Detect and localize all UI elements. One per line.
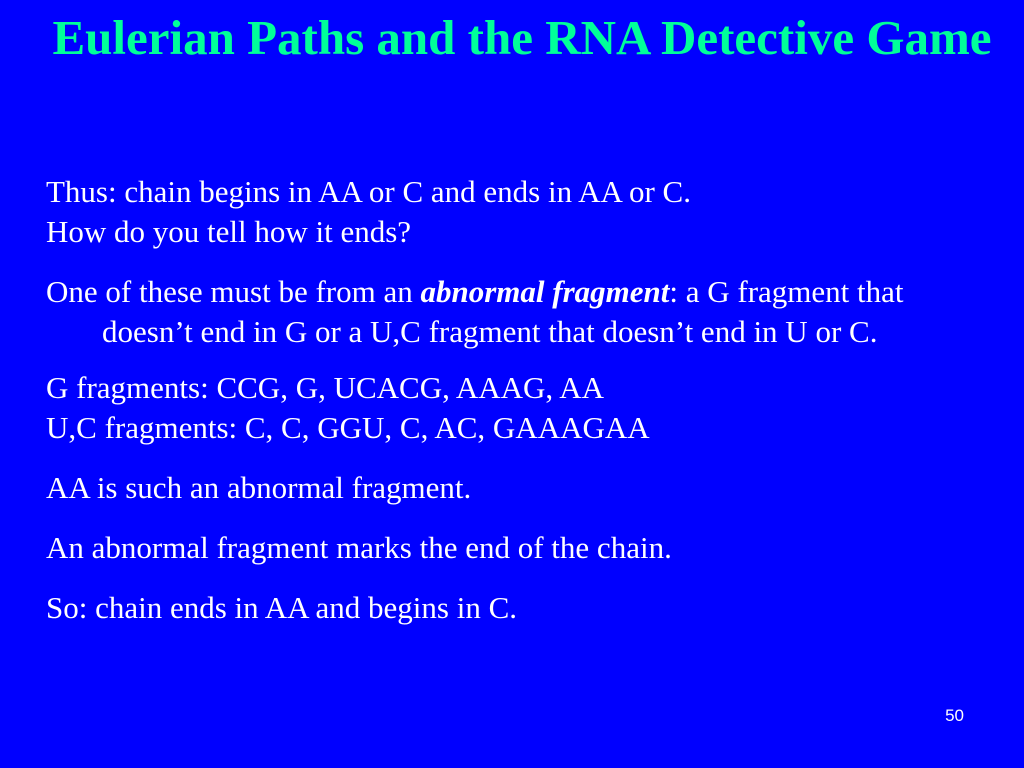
text-abnormal-marks-end: An abnormal fragment marks the end of th…	[46, 530, 672, 565]
text-abnormal-post: : a G fragment that doesn’t end in G or …	[102, 274, 904, 349]
text-how-ends: How do you tell how it ends?	[46, 214, 412, 249]
term-abnormal-fragment: abnormal fragment	[420, 274, 670, 309]
text-conclusion: So: chain ends in AA and begins in C.	[46, 590, 518, 625]
text-chain-begins: Thus: chain begins in AA or C and ends i…	[46, 174, 691, 209]
text-g-fragments: G fragments: CCG, G, UCACG, AAAG, AA	[46, 370, 604, 405]
text-fragments: G fragments: CCG, G, UCACG, AAAG, AA U,C…	[46, 368, 986, 448]
slide-body: Thus: chain begins in AA or C and ends i…	[46, 172, 986, 628]
text-abnormal-definition: One of these must be from an abnormal fr…	[46, 272, 986, 352]
text-uc-fragments: U,C fragments: C, C, GGU, C, AC, GAAAGAA	[46, 410, 650, 445]
text-line-chain-begins: Thus: chain begins in AA or C and ends i…	[46, 172, 986, 252]
slide-title: Eulerian Paths and the RNA Detective Gam…	[52, 10, 992, 65]
slide-number: 50	[945, 706, 964, 725]
text-aa-abnormal: AA is such an abnormal fragment.	[46, 470, 472, 505]
text-abnormal-pre: One of these must be from an	[46, 274, 421, 309]
